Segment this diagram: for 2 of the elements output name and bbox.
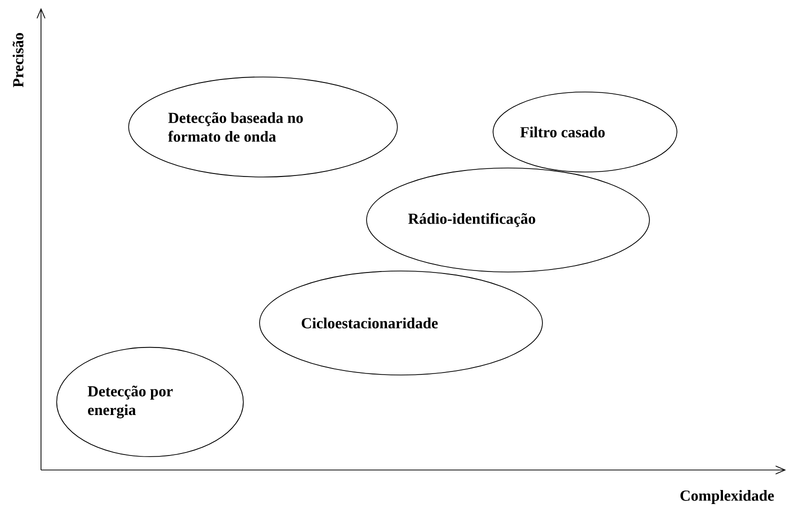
axis-title: Precisão bbox=[12, 33, 24, 88]
axis-title: Complexidade bbox=[680, 490, 774, 504]
